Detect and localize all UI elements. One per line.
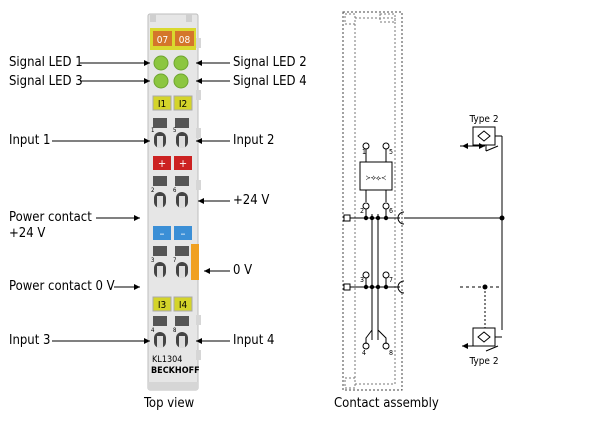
svg-text:1: 1: [362, 148, 366, 156]
svg-text:4: 4: [151, 327, 155, 334]
contact-pair-4-8: 4 8: [151, 316, 189, 348]
svg-text:8: 8: [389, 349, 393, 357]
label-input-2: Input 2: [233, 133, 275, 148]
contact-pair-3-7: 3 7: [151, 246, 189, 278]
optocoupler-symbol: ≻⟢⟣≺: [366, 174, 387, 182]
label-signal-led-1: Signal LED 1: [9, 55, 83, 70]
junction-dots: [363, 215, 505, 290]
svg-text:2: 2: [360, 207, 364, 215]
svg-text:5: 5: [173, 127, 176, 134]
signal-led-3: [153, 73, 169, 89]
svg-text:5: 5: [389, 148, 393, 156]
label-input-3: Input 3: [9, 333, 51, 348]
channel-label-i4-text: I4: [179, 300, 188, 311]
contact-pair-2-6: 2 6: [151, 176, 189, 208]
channel-label-i3: [152, 296, 172, 312]
plus-marker-right: [174, 156, 192, 170]
brand-text: BECKHOFF: [151, 366, 200, 376]
label-power-contact-0v: Power contact 0 V: [9, 279, 115, 294]
svg-text:6: 6: [389, 207, 393, 215]
channel-label-i1: [152, 95, 172, 111]
svg-text:4: 4: [362, 349, 366, 357]
model-text: KL1304: [152, 355, 182, 365]
svg-text:3: 3: [151, 257, 154, 264]
led-label-08-text: 08: [179, 35, 191, 46]
sensor-top-label: Type 2: [468, 114, 498, 125]
signal-led-1: [153, 55, 169, 71]
svg-text:1: 1: [151, 127, 154, 134]
svg-text:8: 8: [173, 327, 177, 334]
plus-sign-left: +: [158, 157, 166, 170]
minus-marker-right: [174, 226, 192, 240]
contact-assembly: [342, 11, 502, 391]
caption-top-view: Top view: [144, 396, 195, 411]
label-plus-24v: +24 V: [233, 193, 270, 208]
label-power-contact-24v-value: +24 V: [9, 226, 46, 241]
led-label-08: [175, 31, 194, 46]
minus-marker-left: [153, 226, 171, 240]
channel-label-i2: [173, 95, 193, 111]
side-accent: [191, 244, 199, 280]
label-signal-led-2: Signal LED 2: [233, 55, 307, 70]
channel-label-i4: [173, 296, 193, 312]
channel-label-i1-text: I1: [158, 99, 166, 110]
channel-label-i3-text: I3: [158, 300, 166, 311]
svg-text:3: 3: [360, 276, 364, 284]
signal-led-4: [173, 73, 189, 89]
channel-label-i2-text: I2: [179, 99, 187, 110]
plus-marker-left: [153, 156, 171, 170]
label-zero-v: 0 V: [233, 263, 253, 278]
plus-sign-right: +: [179, 157, 187, 170]
sensor-bottom-label: Type 2: [468, 356, 498, 367]
label-signal-led-3: Signal LED 3: [9, 74, 83, 89]
contact-pair-1-5: 1 5: [151, 118, 189, 148]
signal-led-2: [173, 55, 189, 71]
sensor-top: [460, 126, 503, 330]
sensor-bottom: [472, 287, 502, 352]
minus-sign-right: –: [181, 227, 186, 240]
label-input-4: Input 4: [233, 333, 275, 348]
svg-text:6: 6: [173, 187, 177, 194]
svg-text:7: 7: [389, 276, 393, 284]
svg-text:7: 7: [173, 257, 176, 264]
led-label-07: [153, 31, 172, 46]
svg-text:2: 2: [151, 187, 154, 194]
label-input-1: Input 1: [9, 133, 51, 148]
led-label-07-text: 07: [157, 35, 168, 46]
label-signal-led-4: Signal LED 4: [233, 74, 307, 89]
minus-sign-left: –: [160, 227, 165, 240]
caption-contact-assembly: Contact assembly: [334, 396, 439, 411]
label-power-contact-24v: Power contact: [9, 210, 92, 225]
